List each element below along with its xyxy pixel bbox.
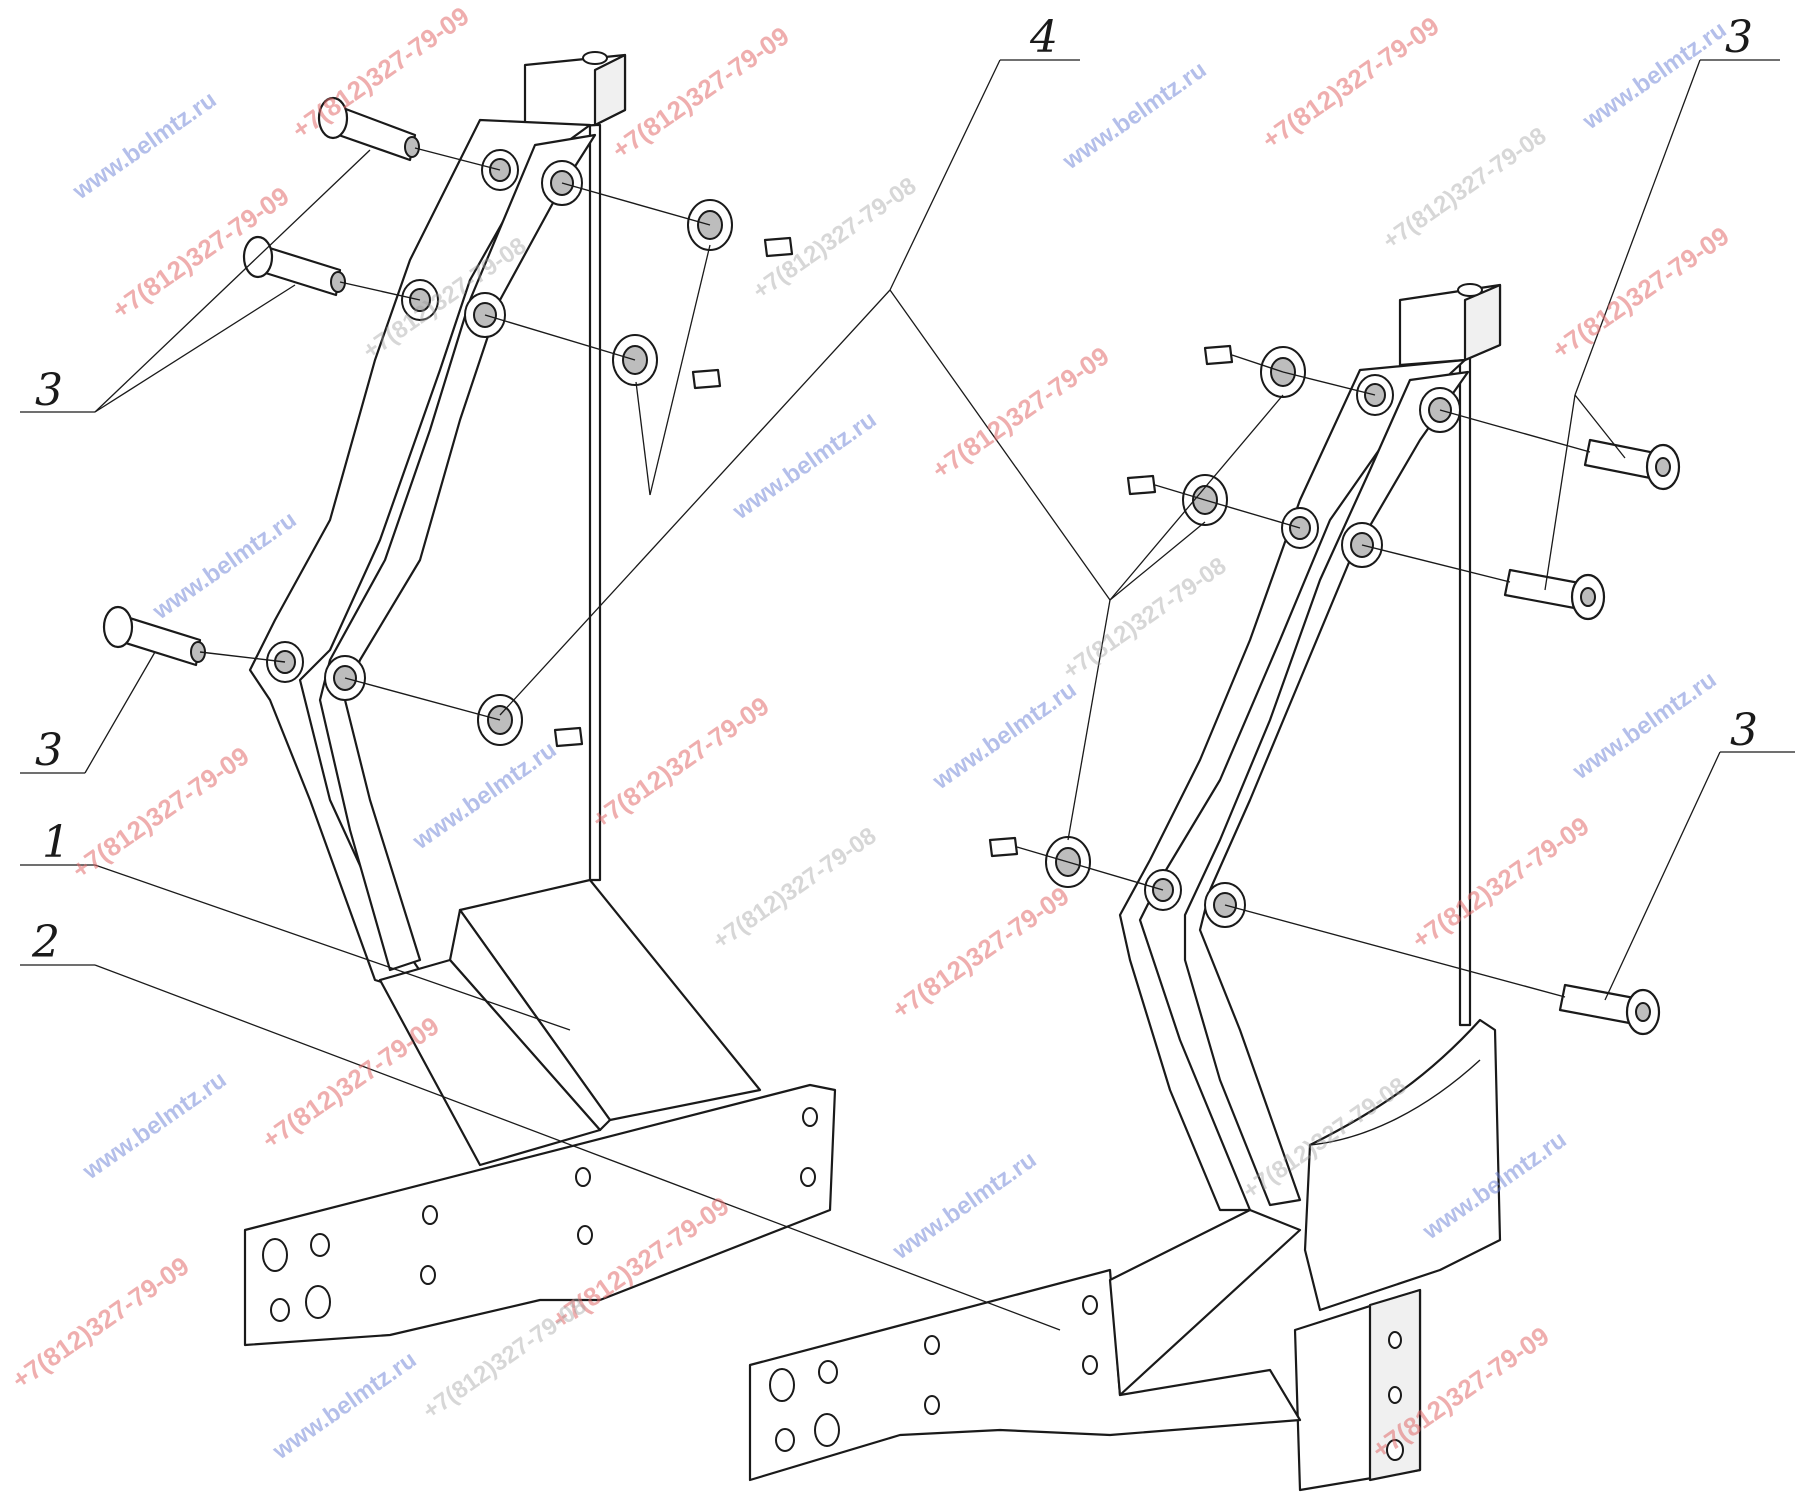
watermark-phone: +7(812)327-79-09	[1406, 811, 1594, 955]
watermark-phone-alt: +7(812)327-79-08	[708, 822, 881, 955]
watermark-site: www.belmtz.ru	[77, 1066, 231, 1185]
right-pins	[1503, 438, 1681, 1036]
watermark-phone: +7(812)327-79-09	[886, 881, 1074, 1025]
watermark-site: www.belmtz.ru	[887, 1146, 1041, 1265]
watermark-site: www.belmtz.ru	[67, 86, 221, 205]
left-side-arm-inner	[318, 133, 597, 972]
right-bracket-assembly	[748, 283, 1502, 1492]
left-pin-middle	[242, 235, 346, 297]
watermark-site: www.belmtz.ru	[1567, 666, 1721, 785]
callout-3-lower-right: 3	[1730, 705, 1758, 756]
watermark-phone: +7(812)327-79-09	[1256, 11, 1444, 155]
watermark-phone: +7(812)327-79-09	[926, 341, 1114, 485]
watermark-site: www.belmtz.ru	[267, 1346, 421, 1465]
callout-3-top-right: 3	[1725, 12, 1753, 63]
watermark-site: www.belmtz.ru	[1577, 16, 1731, 135]
left-pin-bottom	[102, 605, 206, 667]
right-pin-top	[1583, 438, 1681, 491]
left-pin-top	[317, 96, 420, 162]
watermark-phone: +7(812)327-79-09	[586, 691, 774, 835]
right-lower-socket	[1293, 1288, 1422, 1492]
left-washers	[477, 199, 794, 748]
left-vertical-plate	[588, 123, 602, 882]
right-axis-lines	[1016, 354, 1591, 998]
watermark-phone-alt: +7(812)327-79-08	[1378, 122, 1551, 255]
callout-3-mid-left: 3	[35, 725, 63, 776]
watermark-site: www.belmtz.ru	[927, 676, 1081, 795]
left-axis-lines	[199, 147, 711, 721]
watermark-site: www.belmtz.ru	[1057, 56, 1211, 175]
callout-4: 4	[1029, 12, 1058, 63]
watermark-site: www.belmtz.ru	[407, 736, 561, 855]
right-pin-middle	[1503, 568, 1606, 621]
right-top-tab	[1398, 283, 1502, 367]
right-pin-bottom	[1558, 983, 1661, 1036]
watermark-phone: +7(812)327-79-09	[1546, 221, 1734, 365]
watermark-site: www.belmtz.ru	[727, 406, 881, 525]
watermark-phone: +7(812)327-79-09	[66, 741, 254, 885]
watermark-phone: +7(812)327-79-09	[606, 21, 794, 165]
right-curved-guard	[1303, 1018, 1502, 1312]
watermark-phone: +7(812)327-79-09	[6, 1251, 194, 1395]
callout-3-top-left: 3	[35, 365, 63, 416]
leader-lines	[20, 59, 1795, 1331]
watermark-phone: +7(812)327-79-09	[256, 1011, 444, 1155]
right-brace	[1108, 1208, 1302, 1397]
watermark-site: www.belmtz.ru	[147, 506, 301, 625]
left-lower-channel	[378, 878, 762, 1167]
callout-labels: 3 3 1 2 4 3 3	[31, 12, 1758, 968]
left-top-tab	[523, 51, 627, 132]
callout-1: 1	[42, 817, 70, 868]
callout-2: 2	[31, 917, 60, 968]
left-base-plate	[243, 1083, 837, 1347]
